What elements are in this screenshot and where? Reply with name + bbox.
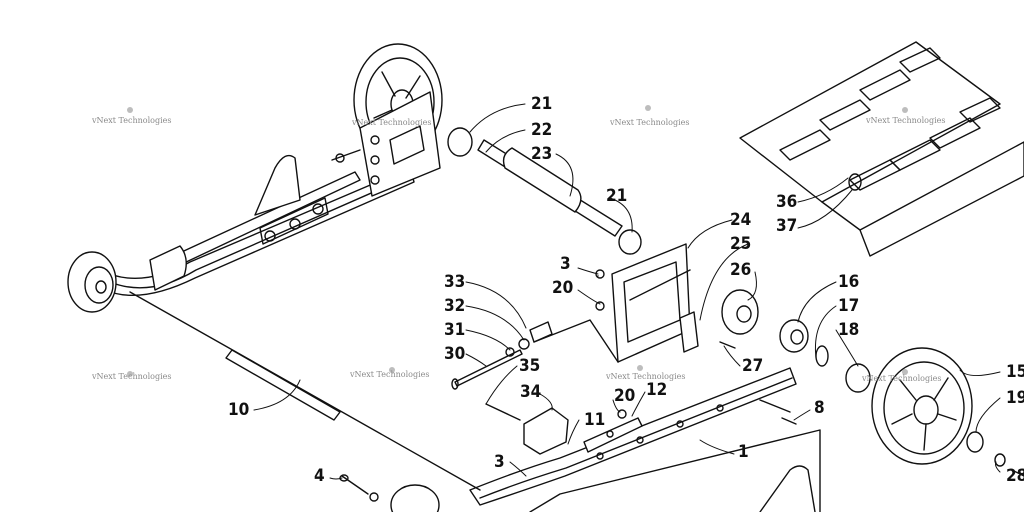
callout-1: 1 bbox=[738, 442, 749, 462]
front-roller-left bbox=[67, 251, 117, 313]
upper-wheel bbox=[331, 43, 443, 197]
callout-18: 18 bbox=[838, 320, 860, 340]
callout-12: 12 bbox=[646, 380, 668, 400]
callout-19: 19 bbox=[1006, 388, 1024, 408]
watermark-6: vNext Technologies bbox=[350, 370, 430, 379]
shaft-assembly bbox=[447, 127, 642, 255]
callout-15: 15 bbox=[1006, 362, 1024, 382]
callout-33: 33 bbox=[444, 272, 466, 292]
callout-32: 32 bbox=[444, 296, 466, 316]
callout-3-lower: 3 bbox=[494, 452, 505, 472]
leader-lines bbox=[253, 103, 1001, 480]
callout-25: 25 bbox=[730, 234, 752, 254]
watermark-5: vNext Technologies bbox=[92, 372, 172, 381]
callout-4: 4 bbox=[314, 466, 325, 486]
callout-3-upper: 3 bbox=[560, 254, 571, 274]
callout-30: 30 bbox=[444, 344, 466, 364]
callout-34: 34 bbox=[520, 382, 542, 402]
left-rail bbox=[99, 154, 415, 296]
callout-36: 36 bbox=[776, 192, 798, 212]
callout-27: 27 bbox=[742, 356, 764, 376]
bottom-roller bbox=[339, 474, 440, 512]
center-rail bbox=[469, 367, 821, 512]
watermark-8: vNext Technologies bbox=[862, 374, 942, 383]
watermark-1: vNext Technologies bbox=[92, 116, 172, 125]
bracket-plate bbox=[611, 243, 809, 363]
bracket-34 bbox=[485, 399, 797, 455]
callout-16: 16 bbox=[838, 272, 860, 292]
callout-10: 10 bbox=[228, 400, 250, 420]
callout-23: 23 bbox=[531, 144, 553, 164]
callout-24: 24 bbox=[730, 210, 752, 230]
long-shaft bbox=[129, 291, 481, 491]
callout-37: 37 bbox=[776, 216, 798, 236]
watermark-7: vNext Technologies bbox=[606, 372, 686, 381]
watermark-2: vNext Technologies bbox=[352, 118, 432, 127]
callout-20-upper: 20 bbox=[552, 278, 574, 298]
watermark-4: vNext Technologies bbox=[866, 116, 946, 125]
callout-26: 26 bbox=[730, 260, 752, 280]
watermark-logo-marks bbox=[127, 105, 908, 377]
callout-28: 28 bbox=[1006, 466, 1024, 486]
callout-35: 35 bbox=[519, 356, 541, 376]
right-wheel bbox=[815, 345, 1024, 477]
watermark-3: vNext Technologies bbox=[610, 118, 690, 127]
callout-20-lower: 20 bbox=[614, 386, 636, 406]
track-segment bbox=[739, 41, 1024, 257]
callout-21-upper: 21 bbox=[531, 94, 553, 114]
callout-31: 31 bbox=[444, 320, 466, 340]
callout-22: 22 bbox=[531, 120, 553, 140]
callout-17: 17 bbox=[838, 296, 860, 316]
callout-8: 8 bbox=[814, 398, 825, 418]
bolt-assembly-30 bbox=[451, 269, 619, 390]
callout-11: 11 bbox=[584, 410, 606, 430]
callout-21-lower: 21 bbox=[606, 186, 628, 206]
